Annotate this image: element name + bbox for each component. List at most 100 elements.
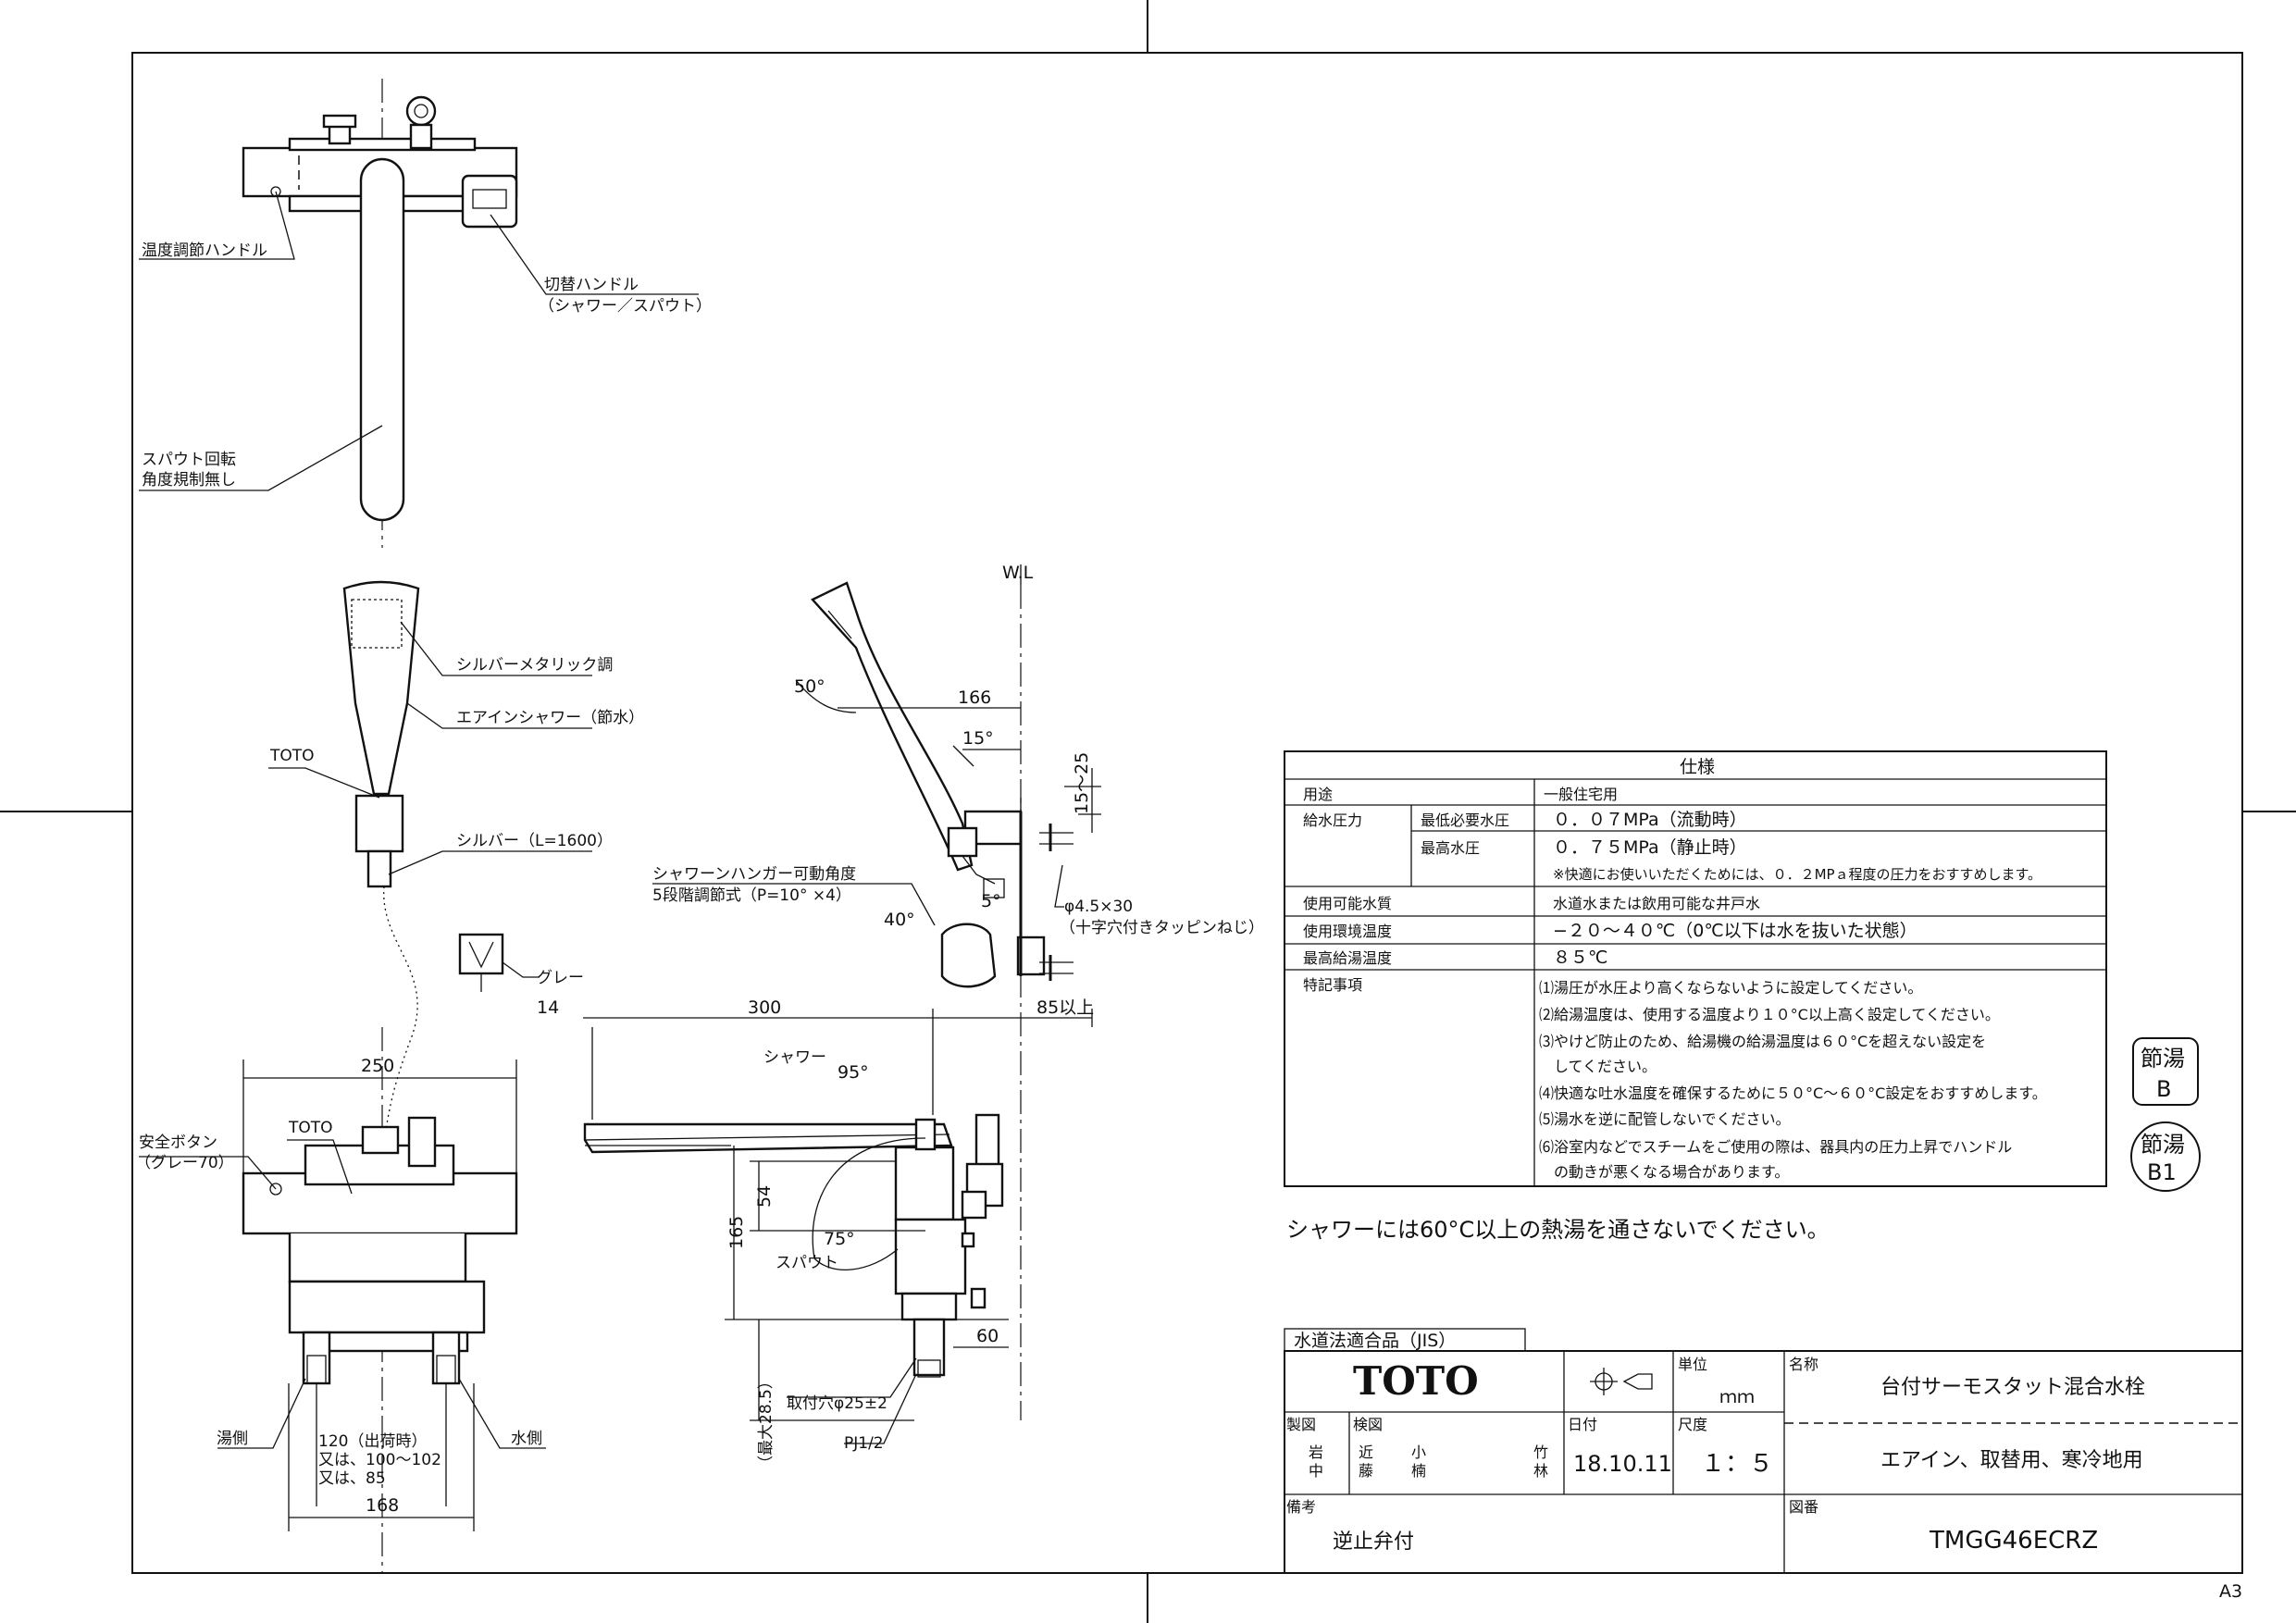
temp-handle-label: 温度調節ハンドル [142, 242, 267, 260]
front-view [242, 1027, 518, 1573]
spec-value-max: ０．７５MPa（静止時） [1553, 837, 1747, 858]
top-view [242, 79, 518, 548]
dim-54: 54 [754, 1185, 775, 1208]
dim-166: 166 [958, 688, 991, 708]
cold-side-label: 水側 [511, 1430, 542, 1448]
brand-logo: TOTO [1353, 1358, 1479, 1404]
dim-300: 300 [748, 997, 781, 1018]
remarks-value: 逆止弁付 [1333, 1530, 1414, 1554]
mark-b1-line2: B1 [2147, 1159, 2177, 1185]
max-28-5-label: （最大28.5） [757, 1373, 776, 1471]
mark-b-line1: 節湯 [2141, 1046, 2185, 1072]
spec-note-2: ⑵給湯温度は、使用する温度より１０°C以上高く設定してください。 [1539, 1006, 2000, 1023]
spout-rotation-label: スパウト回転 [142, 451, 236, 469]
spec-note-3: ⑶やけど防止のため、給湯機の給湯温度は６０°Cを超えない設定を [1539, 1033, 1986, 1050]
unit-label: 単位 [1678, 1356, 1707, 1373]
date-value: 18.10.11 [1573, 1451, 1672, 1477]
mark-b-line2: B [2156, 1076, 2171, 1102]
checked-by-1: 近 [1359, 1443, 1373, 1461]
spec-note-8: の動きが悪くなる場合があります。 [1539, 1163, 1789, 1181]
spec-note-6: ⑸湯水を逆に配管しないでください。 [1539, 1110, 1791, 1128]
dim-165: 165 [726, 1216, 747, 1249]
spec-value-min: ０．０７MPa（流動時） [1553, 810, 1747, 830]
product-name: 台付サーモスタット混合水栓 [1880, 1376, 2145, 1399]
pj-label: PJ1/2 [844, 1434, 884, 1453]
spec-note-7: ⑹浴室内などでスチームをご使用の際は、器具内の圧力上昇でハンドル [1539, 1138, 2012, 1156]
dim-60: 60 [976, 1326, 999, 1346]
dim-15-25: 15〜25 [1072, 752, 1092, 814]
spec-value-usage: 一般住宅用 [1544, 786, 1618, 803]
jis-label: 水道法適合品（JIS） [1294, 1331, 1456, 1351]
dim-40deg: 40° [884, 910, 915, 930]
name-label: 名称 [1789, 1356, 1818, 1373]
spec-note-5: ⑷快適な吐水温度を確保するために５０°C〜６０°C設定をおすすめします。 [1539, 1084, 2047, 1102]
hanger-sub-label: 5段階調節式（P=10° ×4） [652, 886, 851, 905]
hanger-detail [458, 933, 540, 992]
spec-value-env-temp: −２０〜４０℃（0℃以下は水を抜いた状態） [1553, 921, 1917, 941]
hanger-label: シャワーンハンガー可動角度 [652, 865, 856, 884]
dim-250: 250 [361, 1056, 394, 1076]
screw-label: φ4.5×30 [1064, 898, 1133, 916]
toto-body-label: TOTO [288, 1119, 333, 1137]
checked-by-5: 竹 [1533, 1443, 1548, 1461]
paper-size: A3 [2219, 1581, 2242, 1602]
air-in-shower-label: エアインシャワー（節水） [456, 709, 644, 727]
gray-label: グレー [537, 969, 584, 987]
shower-head-leaders [268, 621, 592, 875]
spec-notes-label: 特記事項 [1303, 976, 1362, 994]
shower-head-front [342, 580, 420, 1158]
spout-label: スパウト [776, 1254, 838, 1272]
mark-b1-line1: 節湯 [2141, 1132, 2185, 1158]
dim-5deg: 5° [981, 891, 1001, 911]
checked-by-4: 楠 [1411, 1462, 1426, 1480]
spout-rotation-sub-label: 角度規制無し [142, 471, 236, 489]
front-view-dimensions [242, 1059, 517, 1531]
checked-label: 検図 [1353, 1416, 1383, 1433]
dim-14: 14 [537, 997, 559, 1018]
water-saving-mark-b [2132, 1037, 2199, 1106]
mount-hole-label: 取付穴φ25±2 [787, 1394, 887, 1413]
side-view [583, 581, 1074, 1420]
hot-side-label: 湯側 [217, 1430, 248, 1448]
safety-button-sub-label: （グレー70） [135, 1154, 234, 1172]
drawn-label: 製図 [1286, 1416, 1316, 1433]
spec-note-1: ⑴湯圧が水圧より高くならないように設定してください。 [1539, 979, 1922, 997]
side-view-dimensions [583, 564, 1101, 1444]
spec-title: 仕様 [1680, 757, 1715, 777]
wl-label: W.L [1002, 563, 1034, 583]
silver-metallic-label: シルバーメタリック調 [456, 656, 613, 675]
spec-sub-max: 最高水圧 [1421, 839, 1480, 857]
product-subname: エアイン、取替用、寒冷地用 [1880, 1449, 2143, 1472]
pitch-label-2: 又は、100〜102 [318, 1451, 441, 1469]
shower-label: シャワー [763, 1048, 826, 1067]
switch-handle-sub-label: （シャワー／スパウト） [539, 297, 712, 316]
remarks-label: 備考 [1286, 1498, 1316, 1516]
top-view-leaders [139, 191, 699, 491]
safety-button-label: 安全ボタン [139, 1134, 217, 1152]
spec-label-max-temp: 最高給湯温度 [1303, 949, 1392, 967]
pitch-label-1: 120（出荷時） [318, 1432, 427, 1451]
dim-75deg: 75° [824, 1229, 855, 1249]
spec-table-grid [1284, 750, 2107, 1187]
spec-label-pressure: 給水圧力 [1303, 812, 1362, 829]
pitch-label-3: 又は、85 [318, 1469, 386, 1488]
checked-by-6: 林 [1533, 1462, 1548, 1480]
date-label: 日付 [1568, 1416, 1597, 1433]
spec-label-env-temp: 使用環境温度 [1303, 923, 1392, 940]
screw-sub-label: （十字穴付きタッピンねじ） [1060, 919, 1264, 937]
silver-hose-label: シルバー（L=1600） [456, 832, 613, 850]
dim-95deg: 95° [838, 1062, 869, 1083]
spec-value-pressure-note: ※快適にお使いいただくためには、０．２MPａ程度の圧力をおすすめします。 [1553, 866, 2042, 883]
dim-50deg: 50° [794, 676, 825, 697]
scale-label: 尺度 [1678, 1416, 1707, 1433]
spec-value-max-temp: ８５℃ [1553, 948, 1607, 968]
water-saving-mark-b1 [2130, 1121, 2201, 1192]
drawing-number: TMGG46ECRZ [1929, 1527, 2098, 1555]
toto-head-label: TOTO [269, 747, 315, 765]
spec-label-usage: 用途 [1303, 786, 1333, 803]
drawn-by-2: 中 [1309, 1462, 1323, 1480]
checked-by-3: 小 [1411, 1443, 1426, 1461]
title-block-grid [1284, 1328, 2243, 1574]
